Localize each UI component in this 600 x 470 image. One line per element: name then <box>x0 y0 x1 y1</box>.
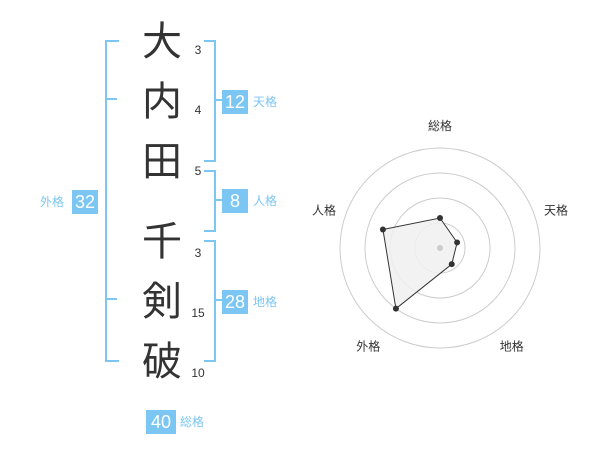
radar-point <box>448 261 455 268</box>
radar-point <box>454 239 461 246</box>
tenkaku-value: 12 <box>222 90 248 114</box>
soukaku-label: 総格 <box>180 415 205 429</box>
stroke-count: 5 <box>194 164 202 178</box>
radar-point <box>392 305 399 312</box>
jinkaku-value: 8 <box>222 189 248 213</box>
name-diagram: 大 内 田 千 剣 破 3 4 5 3 15 10 12 天格 8 人格 28 … <box>40 19 278 434</box>
soukaku-value: 40 <box>146 410 176 434</box>
radar-area <box>382 217 458 310</box>
gaikaku-label: 外格 <box>40 195 65 209</box>
radar-axis-label: 総格 <box>428 118 452 133</box>
stroke-count: 3 <box>194 246 202 260</box>
name-character: 破 <box>142 339 182 385</box>
stroke-count: 15 <box>191 306 205 320</box>
name-character: 大 <box>142 19 182 65</box>
stroke-count: 3 <box>194 43 202 57</box>
name-character: 田 <box>142 139 182 185</box>
gaikaku-value: 32 <box>72 190 98 214</box>
gaikaku-bracket <box>105 40 119 362</box>
tenkaku-bracket <box>204 40 216 162</box>
name-character: 剣 <box>142 279 182 325</box>
radar-axis-label: 人格 <box>312 202 336 217</box>
jinkaku-label: 人格 <box>253 194 278 208</box>
bracket-tick <box>105 298 117 300</box>
radar-ring <box>364 172 516 324</box>
radar-ring <box>339 147 541 349</box>
chikaku-bracket <box>204 240 216 362</box>
stroke-count: 10 <box>191 366 205 380</box>
tenkaku-label: 天格 <box>253 95 278 109</box>
radar-axis-label: 天格 <box>544 202 568 217</box>
radar-axis-label: 地格 <box>500 339 524 354</box>
radar-axis-label: 外格 <box>356 339 380 354</box>
bracket-tick <box>214 199 222 201</box>
bracket-tick <box>214 99 222 101</box>
name-character: 内 <box>142 79 182 125</box>
chikaku-value: 28 <box>222 290 248 314</box>
jinkaku-bracket <box>204 170 216 232</box>
bracket-tick <box>105 98 117 100</box>
radar-point <box>437 215 443 221</box>
radar-point <box>379 226 386 233</box>
chikaku-label: 地格 <box>253 295 278 309</box>
stroke-count: 4 <box>194 103 202 117</box>
bracket-tick <box>214 299 222 301</box>
radar-center <box>437 245 443 251</box>
name-character: 千 <box>142 219 182 265</box>
